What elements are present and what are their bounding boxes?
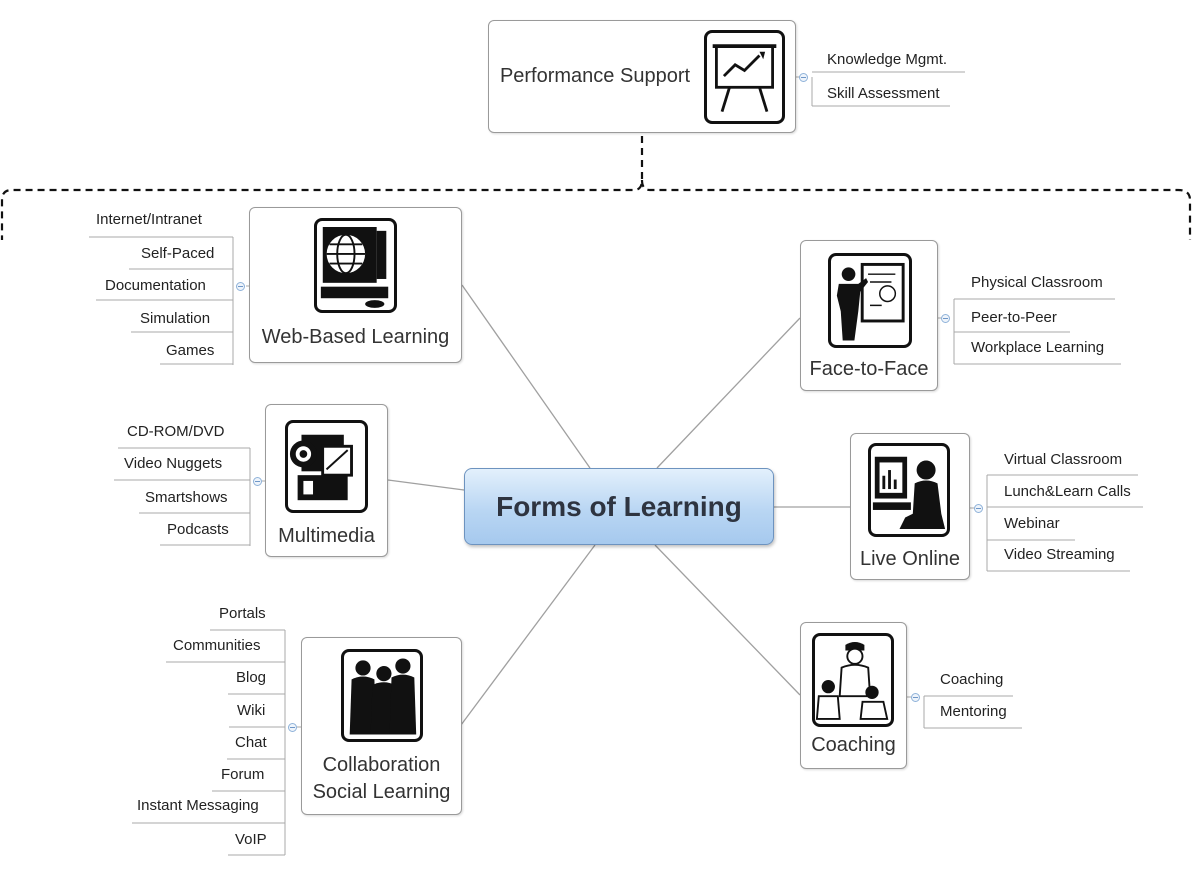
- dashed-bracket: [0, 136, 1192, 240]
- leaf-podcasts[interactable]: Podcasts: [167, 521, 229, 538]
- leaf-cd-rom-dvd[interactable]: CD-ROM/DVD: [127, 423, 225, 440]
- collapse-toggle-collaboration[interactable]: [288, 723, 297, 732]
- leaf-workplace-learning[interactable]: Workplace Learning: [971, 339, 1105, 356]
- collapse-toggle-live-online[interactable]: [974, 504, 983, 513]
- coach-group-icon: [812, 633, 894, 727]
- web-based-learning-node[interactable]: Web-Based Learning: [249, 207, 462, 363]
- computer-globe-icon: [314, 218, 397, 313]
- person-at-computer-icon: [868, 443, 950, 537]
- leaf-physical-classroom[interactable]: Physical Classroom: [971, 274, 1103, 291]
- leaf-lunch-learn-calls[interactable]: Lunch&Learn Calls: [1004, 483, 1131, 500]
- leaf-skill-assessment[interactable]: Skill Assessment: [827, 85, 940, 102]
- leaf-forum[interactable]: Forum: [221, 766, 265, 783]
- leaf-internet-intranet[interactable]: Internet/Intranet: [96, 211, 202, 228]
- leaf-blog[interactable]: Blog: [236, 669, 267, 686]
- live-online-title: Live Online: [859, 548, 961, 570]
- presentation-chart-icon: [704, 30, 785, 124]
- leaf-knowledge-mgmt[interactable]: Knowledge Mgmt.: [827, 51, 948, 68]
- face-to-face-title: Face-to-Face: [809, 358, 929, 380]
- live-online-node[interactable]: Live Online: [850, 433, 970, 580]
- leaf-mentoring[interactable]: Mentoring: [940, 703, 1007, 720]
- leaf-communities[interactable]: Communities: [173, 637, 261, 654]
- leaf-documentation[interactable]: Documentation: [105, 277, 206, 294]
- leaf-webinar[interactable]: Webinar: [1004, 515, 1060, 532]
- multimedia-title: Multimedia: [278, 525, 375, 547]
- leaf-coaching[interactable]: Coaching: [940, 671, 1004, 688]
- leaf-instant-messaging[interactable]: Instant Messaging: [137, 797, 259, 814]
- collaboration-node[interactable]: Collaboration Social Learning: [301, 637, 462, 815]
- leaf-connectors: [89, 71, 1143, 856]
- leaf-voip[interactable]: VoIP: [235, 831, 267, 848]
- central-topic[interactable]: Forms of Learning: [464, 468, 774, 545]
- leaf-simulation[interactable]: Simulation: [140, 310, 211, 327]
- leaf-smartshows[interactable]: Smartshows: [145, 489, 228, 506]
- video-camera-icon: [285, 420, 368, 513]
- social-learning-title: Social Learning: [312, 781, 451, 803]
- leaf-portals[interactable]: Portals: [219, 605, 266, 622]
- face-to-face-node[interactable]: Face-to-Face: [800, 240, 938, 391]
- leaf-games[interactable]: Games: [166, 342, 215, 359]
- branch-connectors: [387, 284, 850, 726]
- teacher-board-icon: [828, 253, 912, 348]
- collapse-toggle-coaching[interactable]: [911, 693, 920, 702]
- collapse-toggle-web-based[interactable]: [236, 282, 245, 291]
- leaf-peer-to-peer[interactable]: Peer-to-Peer: [971, 309, 1057, 326]
- leaf-video-streaming[interactable]: Video Streaming: [1004, 546, 1115, 563]
- leaf-virtual-classroom[interactable]: Virtual Classroom: [1004, 451, 1123, 468]
- leaf-video-nuggets[interactable]: Video Nuggets: [124, 455, 223, 472]
- leaf-wiki[interactable]: Wiki: [237, 702, 266, 719]
- collaboration-title: Collaboration: [322, 754, 441, 776]
- leaf-chat[interactable]: Chat: [235, 734, 267, 751]
- collapse-toggle-multimedia[interactable]: [253, 477, 262, 486]
- people-group-icon: [341, 649, 423, 742]
- coaching-title: Coaching: [811, 734, 896, 756]
- collapse-toggle-performance-support[interactable]: [799, 73, 808, 82]
- coaching-node[interactable]: Coaching: [800, 622, 907, 769]
- performance-support-title: Performance Support: [499, 65, 691, 87]
- leaf-self-paced[interactable]: Self-Paced: [141, 245, 215, 262]
- performance-support-node[interactable]: Performance Support: [488, 20, 796, 133]
- multimedia-node[interactable]: Multimedia: [265, 404, 388, 557]
- collapse-toggle-face-to-face[interactable]: [941, 314, 950, 323]
- web-based-learning-title: Web-Based Learning: [261, 326, 450, 348]
